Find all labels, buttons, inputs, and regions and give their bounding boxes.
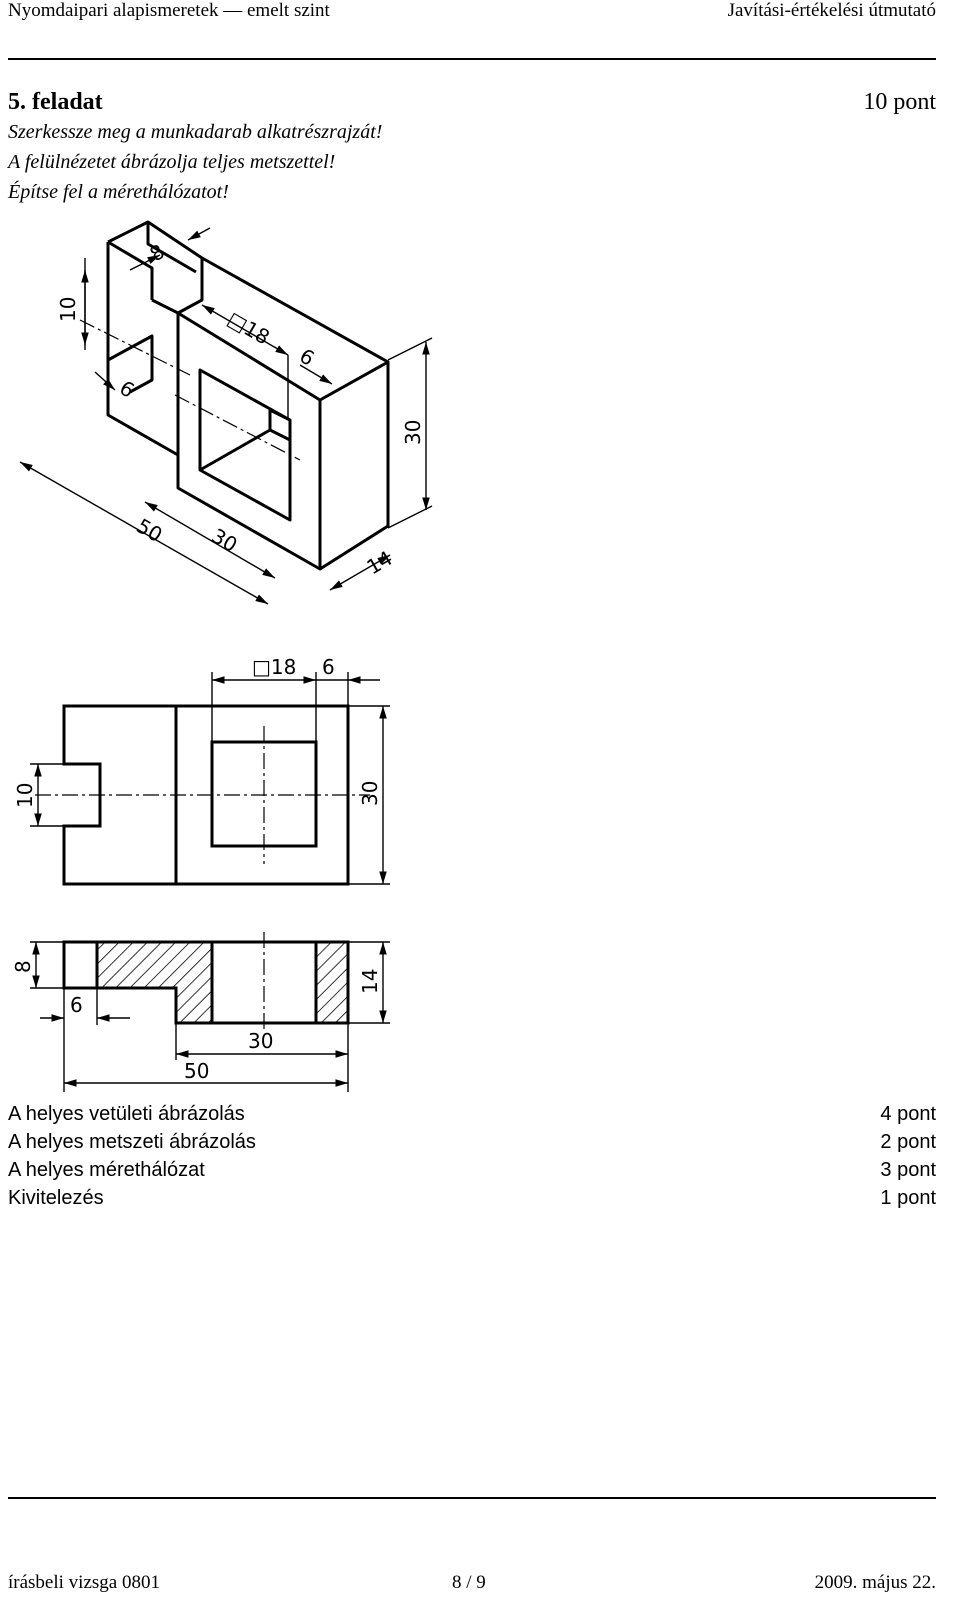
footer-left: írásbeli vizsga 0801 [8,1572,160,1593]
top-dim-sq18: □18 [252,655,296,679]
isometric-dimension-labels: 10 8 □18 6 6 30 50 30 14 [56,239,425,579]
section-dim-8: 8 [11,960,35,973]
isometric-centerlines [79,319,301,461]
section-dimension-lines [30,941,390,1092]
section-dim-50: 50 [184,1059,209,1083]
section-dimension-labels: 8 6 14 30 50 [11,960,382,1083]
score-points: 4 pont [880,1103,936,1125]
isometric-dimension-lines [19,227,433,605]
footer-date: 2009. május 22. [814,1572,936,1593]
score-label: A helyes metszeti ábrázolás [8,1131,256,1153]
section-dim-14: 14 [358,969,382,994]
score-label: A helyes mérethálózat [8,1159,205,1181]
section-dim-30: 30 [248,1029,273,1053]
technical-drawing: 10 8 □18 6 6 30 50 30 14 □18 6 10 30 [11,220,433,1092]
top-dim-6: 6 [322,655,335,679]
instruction-2: A felülnézetet ábrázolja teljes metszett… [8,151,336,173]
score-points: 1 pont [880,1187,936,1209]
top-view-centerlines [35,726,370,864]
top-view-dimension-labels: □18 6 10 30 [13,655,382,808]
header-left: Nyomdaipari alapismeretek — emelt szint [8,0,330,21]
section-dim-6: 6 [70,993,83,1017]
header-right: Javítási-értékelési útmutató [727,0,936,21]
task-title: 5. feladat [8,89,103,115]
score-label: A helyes vetületi ábrázolás [8,1103,245,1125]
iso-dim-30-height: 30 [401,420,425,445]
score-points: 3 pont [880,1159,936,1181]
instruction-3: Építse fel a mérethálózatot! [8,181,229,203]
score-points: 2 pont [880,1131,936,1153]
task-points: 10 pont [863,89,936,115]
iso-dim-6a: 6 [296,344,319,371]
footer-page-number: 8 / 9 [452,1572,486,1593]
section-view [62,940,350,1025]
iso-dim-30: 30 [208,524,242,558]
page-header: Nyomdaipari alapismeretek — emelt szint … [8,0,936,60]
top-dim-30: 30 [358,781,382,806]
score-label: Kivitelezés [8,1187,104,1209]
top-view-dimension-lines [30,672,390,885]
top-dim-10: 10 [13,783,37,808]
iso-dim-10: 10 [56,297,80,322]
footer-rule [8,1497,936,1499]
header-rule [8,58,936,60]
instruction-1: Szerkessze meg a munkadarab alkatrészraj… [8,121,383,143]
iso-dim-14: 14 [363,546,397,580]
iso-dim-50: 50 [133,514,167,548]
